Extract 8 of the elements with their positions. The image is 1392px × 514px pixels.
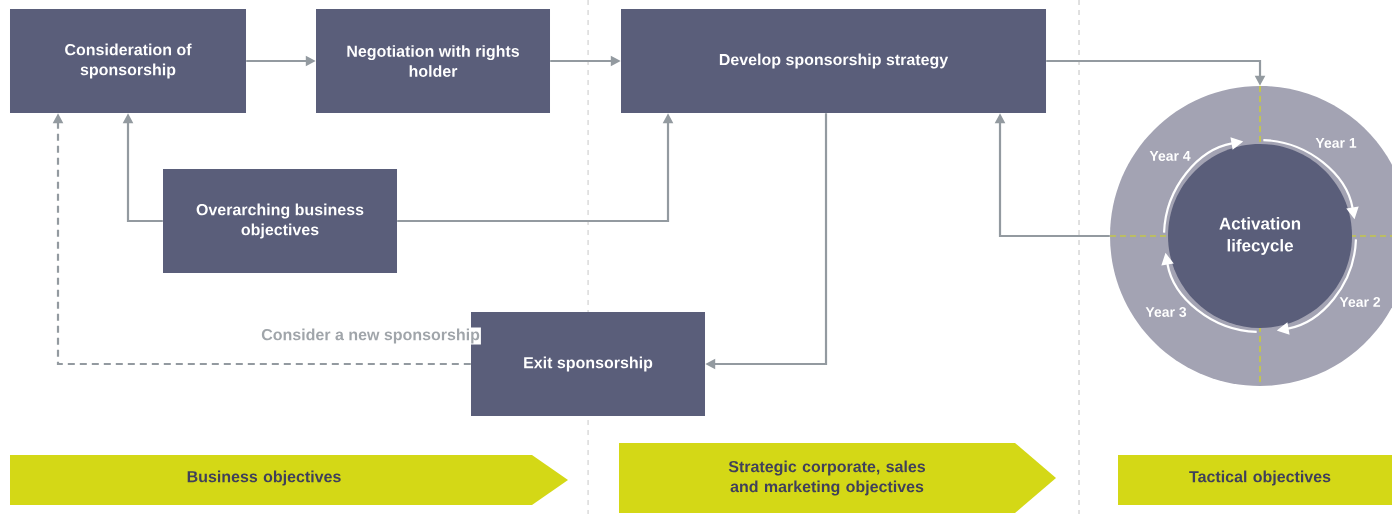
process-box: Develop sponsorship strategy <box>621 9 1046 113</box>
process-box: Consideration of sponsorship <box>10 9 246 113</box>
edge-label: Consider a new sponsorship <box>260 327 481 345</box>
chevron-band: Tactical objectives <box>1118 455 1392 505</box>
chevron-band: Business objectives <box>10 455 568 505</box>
process-box: Negotiation with rights holder <box>316 9 550 113</box>
process-box: Overarching business objectives <box>163 169 397 273</box>
chevron-band: Strategic corporate, sales and marketing objectives <box>619 443 1056 513</box>
